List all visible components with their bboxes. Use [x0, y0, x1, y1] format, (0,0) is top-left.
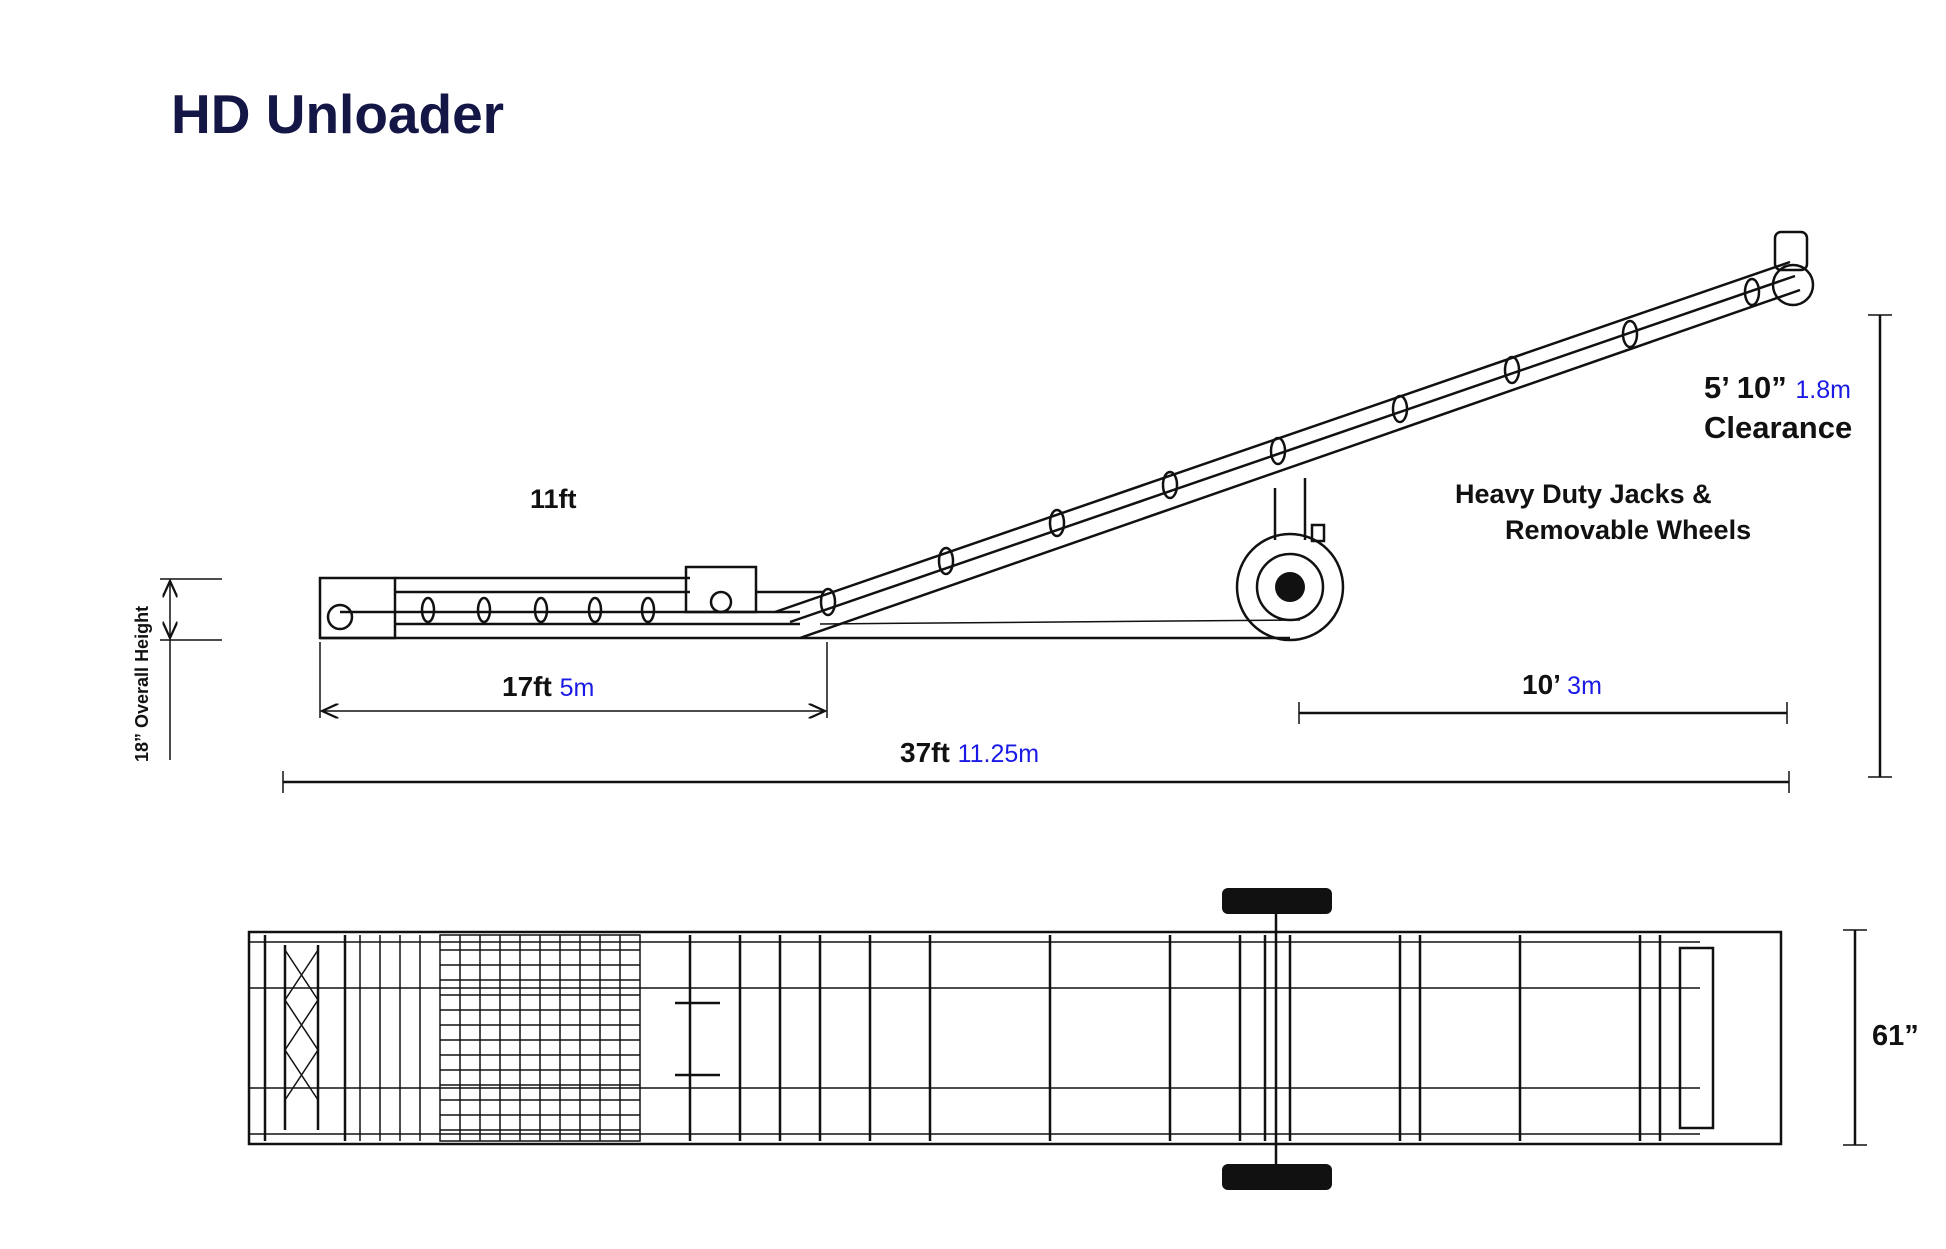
section-length-metric: 5m — [560, 674, 595, 702]
svg-text:10’ 3m: 10’ 3m — [1522, 669, 1602, 700]
top-wheel-icon — [1222, 888, 1332, 914]
svg-text:17ft 5m: 17ft 5m — [502, 671, 594, 702]
clearance-dimension: 5’ 10” 1.8m Clearance — [1704, 314, 1892, 778]
wheel-icon — [1235, 532, 1345, 642]
overall-length-metric: 11.25m — [958, 740, 1040, 768]
clearance-label: Clearance — [1704, 410, 1852, 445]
wheel-offset-dimension: 10’ 3m — [1298, 669, 1788, 724]
overall-length-imperial: 37ft — [900, 737, 950, 768]
wheel-offset-imperial: 10’ — [1522, 669, 1559, 700]
grate-section — [359, 934, 641, 1142]
side-view: 11ft 18” Overall Height 17ft 5m 10’ 3m — [132, 230, 1892, 793]
bottom-wheel-icon — [1222, 1164, 1332, 1190]
wheel-offset-metric: 3m — [1567, 672, 1602, 700]
section-length-imperial: 17ft — [502, 671, 552, 702]
page-title: HD Unloader — [171, 83, 504, 145]
svg-text:37ft 11.25m: 37ft 11.25m — [900, 737, 1039, 768]
flat-length-label: 11ft — [530, 484, 577, 514]
clearance-imperial: 5’ 10” — [1704, 370, 1787, 405]
width-dimension: 61” — [1843, 929, 1919, 1146]
top-view: 61” — [247, 888, 1919, 1190]
height-dimension: 18” Overall Height — [132, 578, 222, 762]
height-label: 18” Overall Height — [132, 606, 152, 762]
clearance-metric: 1.8m — [1795, 376, 1851, 404]
svg-text:5’ 10” 1.8m: 5’ 10” 1.8m — [1704, 370, 1851, 405]
overall-length-dimension: 37ft 11.25m — [282, 737, 1790, 793]
feature-note-line2: Removable Wheels — [1505, 515, 1751, 545]
incline-rollers — [819, 277, 1761, 617]
width-label: 61” — [1872, 1020, 1919, 1052]
section-length-dimension: 17ft 5m — [319, 642, 828, 718]
conveyor-side-drawing — [318, 230, 1815, 642]
feature-note-line1: Heavy Duty Jacks & — [1455, 479, 1712, 509]
rollers — [420, 596, 656, 624]
